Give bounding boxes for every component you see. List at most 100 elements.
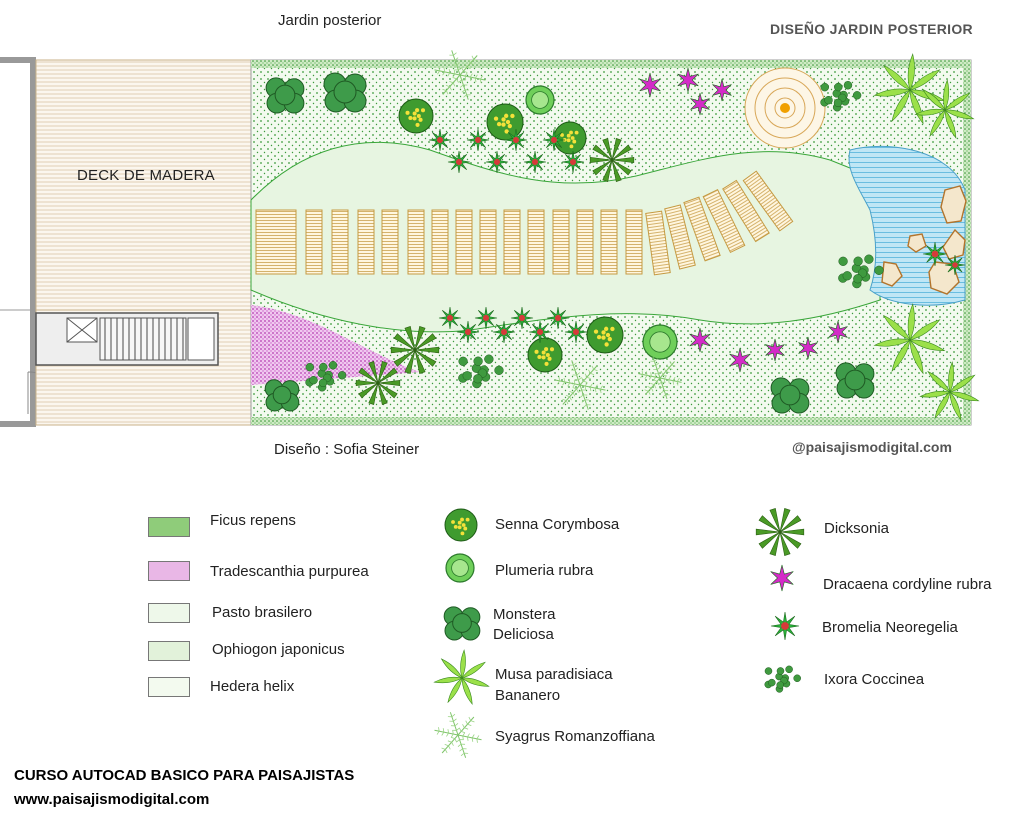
monstera-icon [265,77,305,114]
monstera-icon [770,377,810,414]
designer-credit: Diseño : Sofia Steiner [274,441,420,458]
legend-label: Pasto brasilero [212,604,313,621]
plan-title: DISEÑO JARDIN POSTERIOR [770,21,973,37]
ixora-icon [820,81,862,112]
paver [255,209,297,275]
legend-label: Hedera helix [210,678,295,695]
course-title: CURSO AUTOCAD BASICO PARA PAISAJISTAS [14,767,355,784]
syagrus-icon [434,50,486,100]
site-url: www.paisajismodigital.com [14,791,210,808]
legend-label: Bromelia Neoregelia [822,619,958,636]
bromelia-icon [564,320,588,344]
wood-deck [35,59,252,311]
bromelia-icon [466,128,490,152]
dracaena-icon [712,78,732,102]
dracaena-icon [765,338,785,362]
legend-label: Musa paradisiaca [495,666,613,683]
bromelia-icon [438,306,462,330]
musa-icon [914,79,975,139]
senna-icon [486,103,524,141]
paver [527,209,545,275]
bromelia-icon [523,150,547,174]
paver [381,209,399,275]
legend-label-2: Bananero [495,687,561,704]
senna-icon [398,98,434,134]
legend-label: Syagrus Romanzoffiana [495,728,655,745]
paver [552,209,570,275]
stairs [35,312,219,366]
dracaena-icon [677,67,699,93]
legend-label: Dicksonia [824,520,890,537]
ixora-icon [458,354,504,389]
monstera-icon [264,379,300,412]
dracaena-icon [690,92,710,116]
musa-icon [873,303,946,375]
paver [331,209,349,275]
paver [683,196,721,262]
swatch-ophiogon [148,641,190,661]
dracaena-icon [729,347,751,373]
swatch-tradescantia [148,561,190,581]
plantings [264,50,980,421]
fountain [744,67,826,149]
dracaena-icon [689,327,711,353]
paver [357,209,375,275]
bromelia-icon [504,128,528,152]
senna-icon [553,121,587,155]
dracaena-icon [639,72,661,98]
paver [305,209,323,275]
bromelia-icon [944,254,966,276]
bromelia-icon [492,320,516,344]
legend-label: Monstera [493,606,556,623]
paver [722,179,770,243]
ixora-icon [838,254,884,289]
paver [742,170,794,232]
paver [479,209,497,275]
bromelia-icon [428,128,452,152]
paver [576,209,594,275]
bromelia-icon [456,320,480,344]
dicksonia-icon [390,326,440,374]
paver [702,188,746,254]
ficus-border [251,60,971,425]
senna-icon [586,316,624,354]
paver [455,209,473,275]
legend-label: Senna Corymbosa [495,516,620,533]
monstera-icon [323,72,367,113]
bromelia-icon [546,306,570,330]
legend-label-2: Deliciosa [493,626,554,643]
senna-icon [527,337,563,373]
legend-label: Dracaena cordyline rubra [823,576,992,593]
watermark: @paisajismodigital.com [792,439,952,455]
dicksonia-icon [355,361,401,405]
swatch-ficus [148,517,190,537]
stepping-stones [255,170,794,276]
paver [645,210,671,276]
paver [503,209,521,275]
syagrus-icon [554,360,606,410]
syagrus-icon [638,356,682,400]
bromelia-icon [561,150,585,174]
paver [600,209,618,275]
bromelia-icon [542,128,566,152]
paver [664,204,696,270]
swatch-pasto [148,603,190,623]
bromelia-icon [485,150,509,174]
legend-label: Ixora Coccinea [824,671,925,688]
plumeria-icon [642,324,678,360]
tradescantia-bed [251,305,420,385]
top-title: Jardin posterior [278,12,382,29]
musa-icon [919,361,980,421]
swatch-hedera [148,677,190,697]
legend-label: Tradescanthia purpurea [210,563,369,580]
bromelia-icon [528,320,552,344]
bromelia-icon [922,241,948,267]
bromelia-icon [510,306,534,330]
dracaena-icon [798,336,818,360]
paver [625,209,643,275]
dicksonia-icon [589,138,635,182]
bromelia-icon [474,306,498,330]
plumeria-icon [525,85,555,115]
legend-label: Plumeria rubra [495,562,594,579]
